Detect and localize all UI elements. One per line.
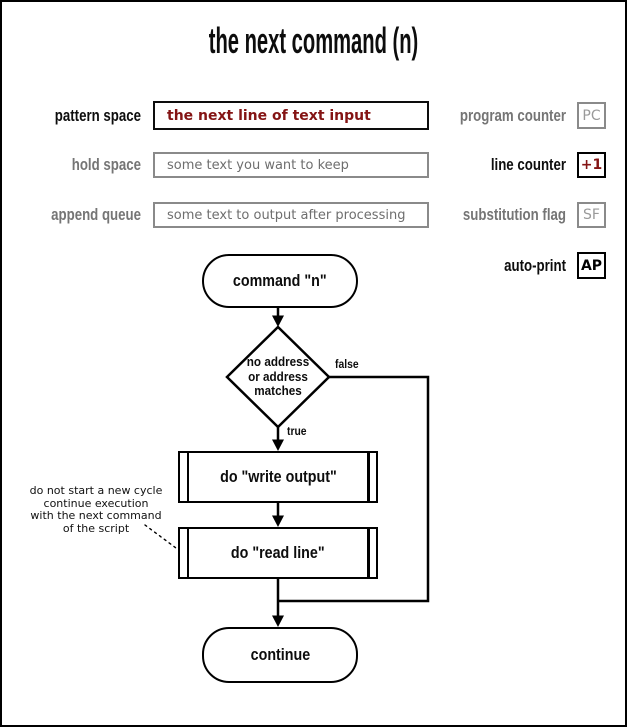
arrowhead-to-continue — [272, 615, 284, 627]
program-counter-label: program counter — [459, 106, 566, 125]
auto-print-value: AP — [577, 252, 606, 279]
pattern-space-label: pattern space — [54, 106, 141, 125]
arrowhead-to-write-output — [272, 439, 284, 451]
false-branch-line — [278, 375, 430, 603]
predefined-process-right-bar — [367, 529, 370, 577]
false-branch-label: false — [335, 359, 359, 371]
annotation-note: do not start a new cycle continue execut… — [29, 484, 163, 535]
end-node: continue — [202, 627, 358, 683]
arrowhead-to-read-line — [272, 515, 284, 527]
read-line-label: do "read line" — [231, 543, 325, 562]
hold-space-value: some text you want to keep — [153, 152, 429, 178]
append-queue-value: some text to output after processing — [153, 202, 429, 228]
line-counter-label: line counter — [490, 155, 566, 174]
write-output-label: do "write output" — [219, 467, 337, 486]
page-title: the next command (n) — [208, 20, 419, 61]
program-counter-value: PC — [577, 102, 606, 129]
predefined-process-left-bar — [186, 529, 189, 577]
line-counter-value: +1 — [577, 152, 606, 178]
decision-label: no address or address matches — [246, 354, 310, 398]
arrowhead-to-decision — [272, 315, 284, 327]
auto-print-label: auto-print — [504, 256, 566, 275]
hold-space-label: hold space — [71, 155, 141, 174]
substitution-flag-label: substitution flag — [462, 205, 566, 224]
read-line-node: do "read line" — [178, 527, 378, 579]
pattern-space-value: the next line of text input — [153, 101, 429, 130]
predefined-process-left-bar — [186, 453, 189, 501]
annotation-pointer-line — [144, 524, 177, 549]
end-node-label: continue — [250, 645, 310, 664]
start-node: command "n" — [202, 254, 358, 308]
start-node-label: command "n" — [233, 271, 327, 290]
append-queue-label: append queue — [51, 205, 141, 224]
write-output-node: do "write output" — [178, 451, 378, 503]
substitution-flag-value: SF — [577, 202, 606, 228]
predefined-process-right-bar — [367, 453, 370, 501]
true-branch-label: true — [287, 426, 307, 438]
